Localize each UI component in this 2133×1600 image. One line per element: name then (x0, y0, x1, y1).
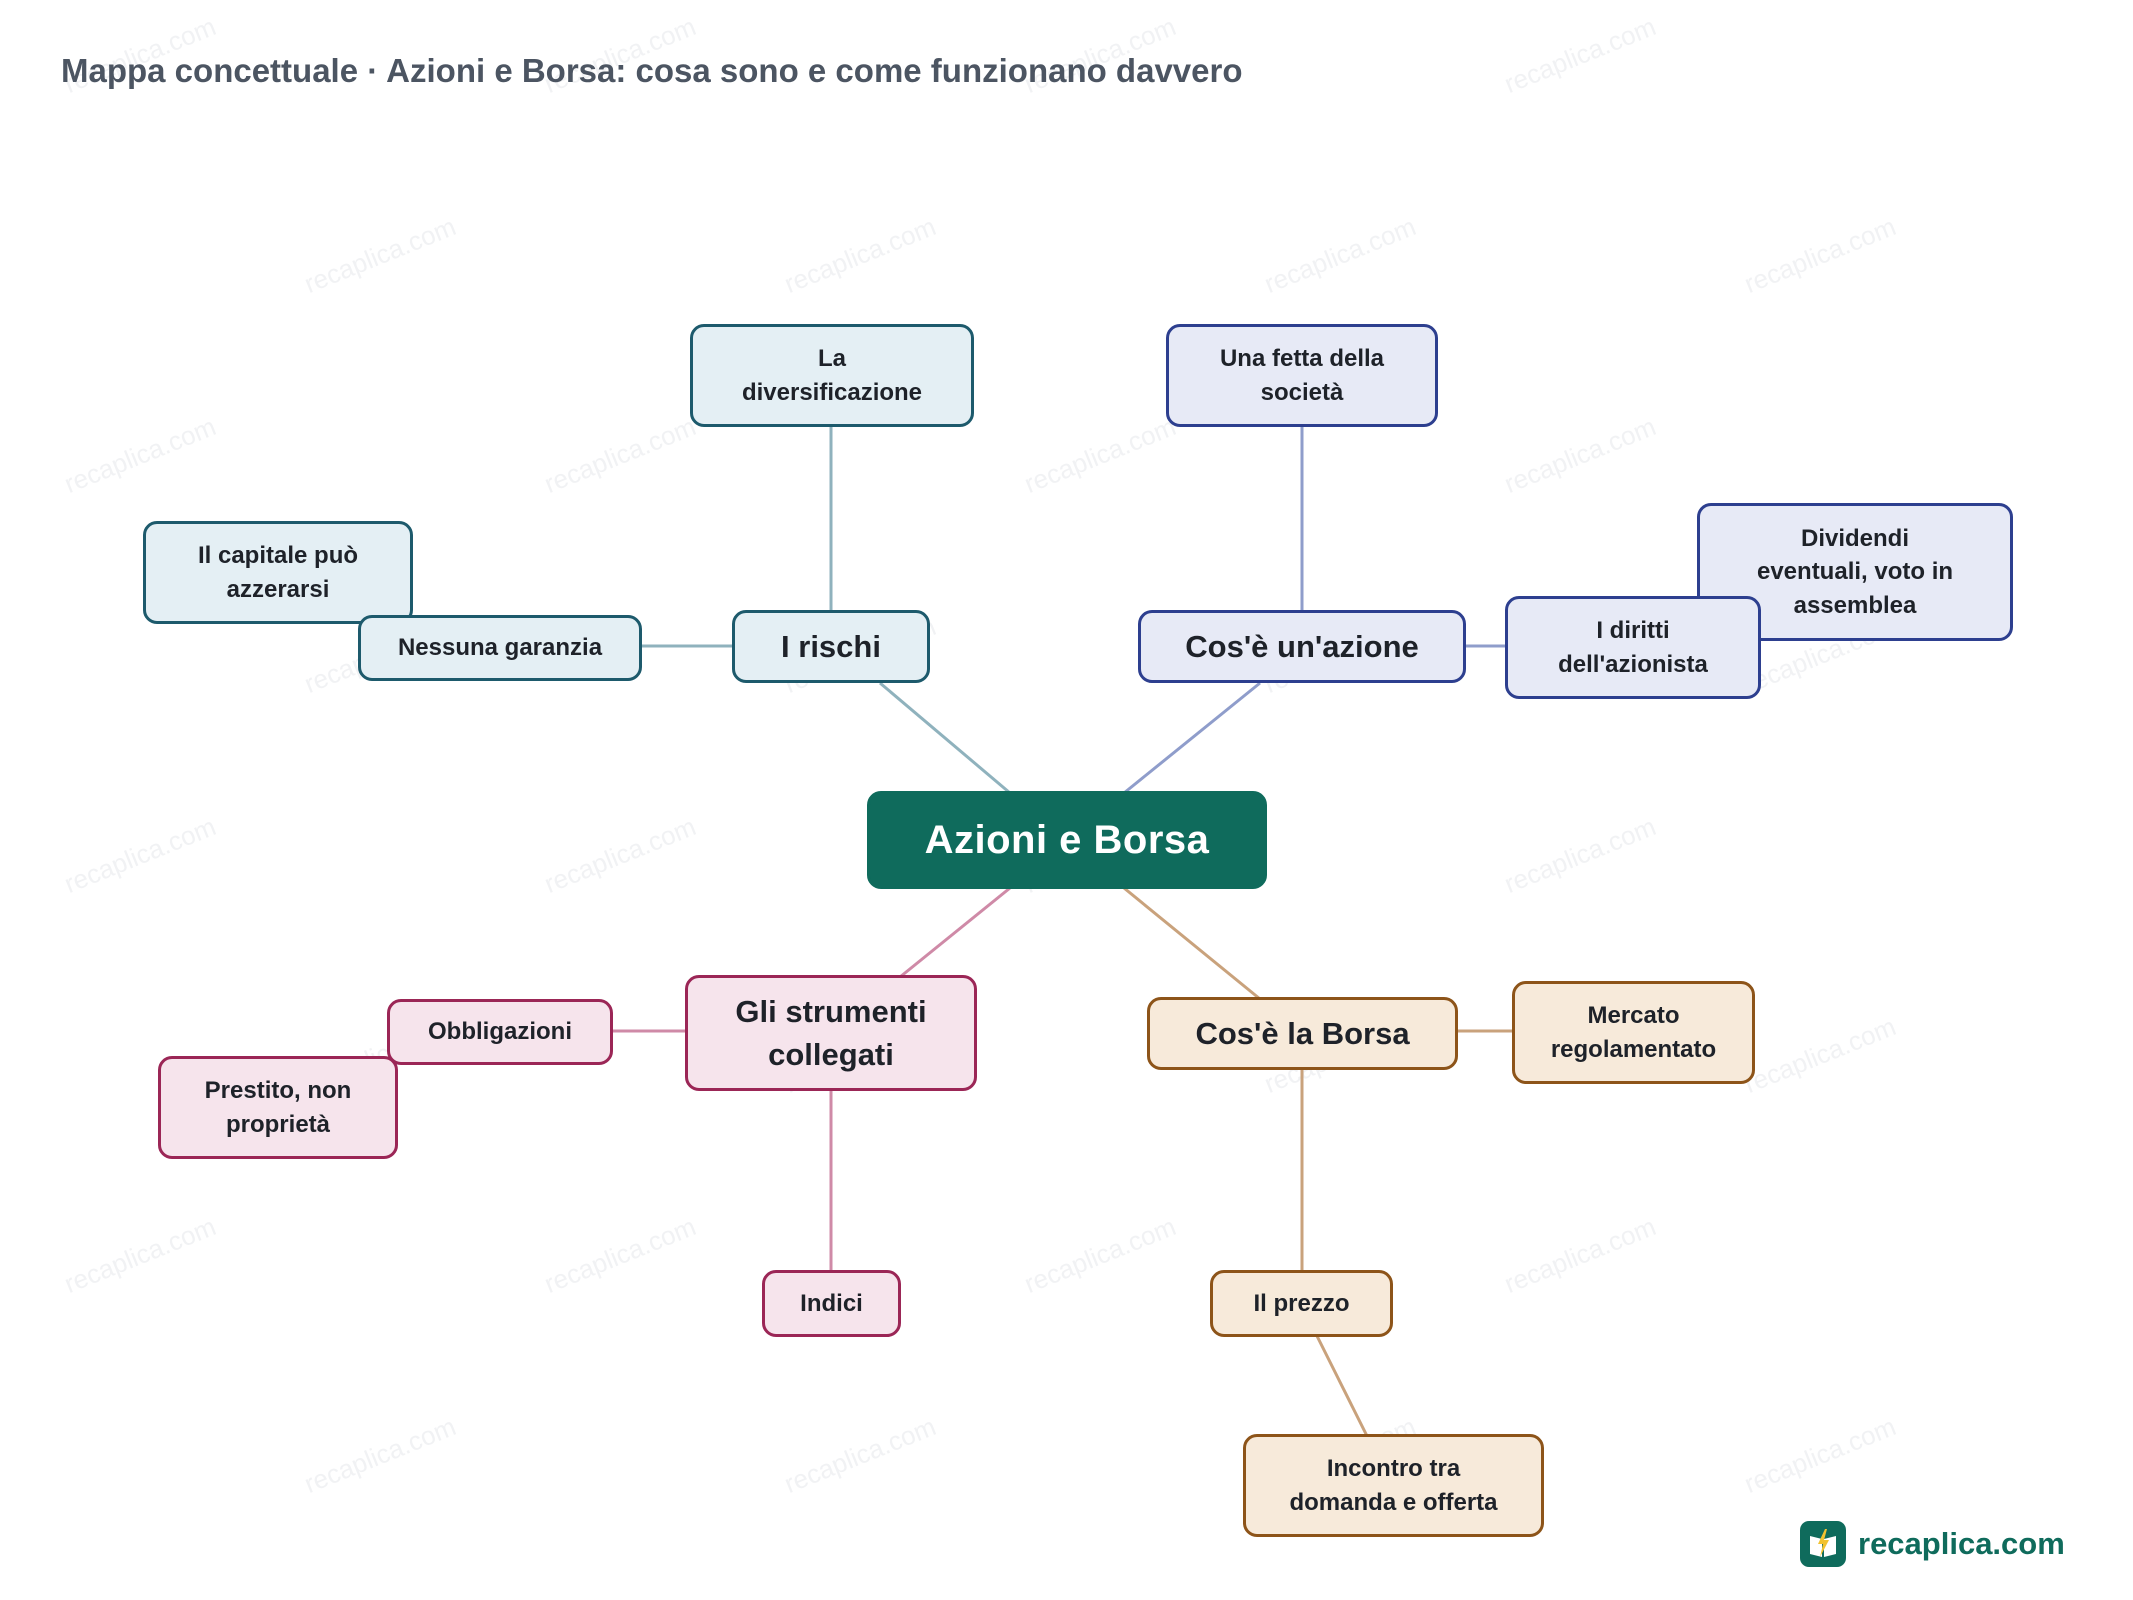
book-lightning-icon (1800, 1521, 1846, 1567)
edge-root-rischi (879, 681, 1011, 795)
edge-root-azione (1123, 681, 1261, 795)
branch-borsa-label: Cos'è la Borsa (1195, 1015, 1410, 1051)
leaf-prestito: Prestito, non proprietà (158, 1056, 398, 1159)
leaf-diversificazione: La diversificazione (690, 324, 974, 427)
branch-azione-label: Cos'è un'azione (1185, 628, 1419, 664)
root-label: Azioni e Borsa (924, 818, 1210, 862)
branch-borsa: Cos'è la Borsa (1147, 997, 1458, 1070)
leaf-indici: Indici (762, 1270, 901, 1337)
branch-rischi-label: I rischi (781, 628, 881, 664)
leaf-diritti-azionista: I diritti dell'azionista (1505, 596, 1761, 699)
page-title: Mappa concettuale · Azioni e Borsa: cosa… (61, 52, 1243, 89)
branch-azione: Cos'è un'azione (1138, 610, 1466, 683)
leaf-mercato-regolamentato: Mercato regolamentato (1512, 981, 1755, 1084)
brand-logo: recaplica.com (1800, 1521, 2065, 1567)
leaf-obbligazioni: Obbligazioni (387, 999, 613, 1065)
leaf-fetta-societa: Una fetta della società (1166, 324, 1438, 427)
edge-prezzo-incontro (1315, 1335, 1369, 1437)
branch-rischi: I rischi (732, 610, 930, 683)
leaf-incontro: Incontro tra domanda e offerta (1243, 1434, 1544, 1537)
branch-strumenti: Gli strumenti collegati (685, 975, 977, 1091)
branch-strumenti-label: Gli strumenti collegati (735, 993, 927, 1072)
leaf-nessuna-garanzia: Nessuna garanzia (358, 615, 642, 681)
leaf-capitale-azzerarsi: Il capitale può azzerarsi (143, 521, 413, 624)
edge-root-borsa (1123, 886, 1261, 1001)
leaf-prezzo: Il prezzo (1210, 1270, 1393, 1337)
root-node: Azioni e Borsa (867, 791, 1267, 889)
brand-name: recaplica.com (1858, 1526, 2065, 1561)
edge-root-strumenti (899, 886, 1011, 979)
